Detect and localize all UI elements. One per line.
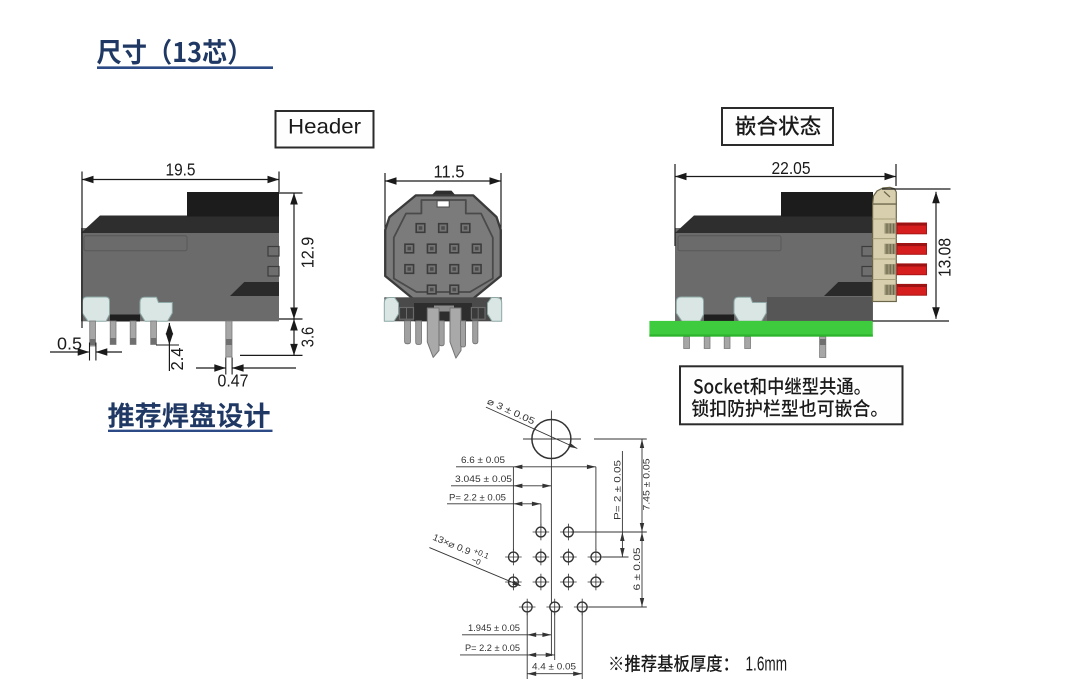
- svg-text:0.5: 0.5: [57, 334, 82, 354]
- svg-text:−0: −0: [470, 555, 482, 567]
- svg-text:7.45 ± 0.05: 7.45 ± 0.05: [642, 459, 653, 511]
- svg-text:4.4 ± 0.05: 4.4 ± 0.05: [532, 662, 576, 673]
- svg-text:P= 2 ± 0.05: P= 2 ± 0.05: [612, 460, 623, 520]
- svg-text:6 ± 0.05: 6 ± 0.05: [632, 548, 643, 591]
- svg-text:3.045 ± 0.05: 3.045 ± 0.05: [455, 474, 512, 485]
- svg-text:12.9: 12.9: [298, 237, 318, 269]
- svg-text:P= 2.2 ± 0.05: P= 2.2 ± 0.05: [465, 643, 520, 654]
- svg-text:1.945 ± 0.05: 1.945 ± 0.05: [468, 623, 520, 634]
- svg-text:3.6: 3.6: [298, 327, 318, 348]
- svg-text:13.08: 13.08: [935, 238, 955, 277]
- svg-text:1.6mm: 1.6mm: [746, 654, 788, 676]
- svg-text:Header: Header: [288, 116, 361, 139]
- svg-text:19.5: 19.5: [166, 160, 196, 180]
- svg-text:P= 2.2 ± 0.05: P= 2.2 ± 0.05: [449, 493, 506, 504]
- svg-text:0.47: 0.47: [218, 371, 249, 391]
- svg-text:6.6 ± 0.05: 6.6 ± 0.05: [461, 455, 505, 466]
- svg-text:11.5: 11.5: [434, 162, 465, 182]
- svg-text:22.05: 22.05: [772, 158, 811, 178]
- svg-text:2.4: 2.4: [167, 347, 187, 370]
